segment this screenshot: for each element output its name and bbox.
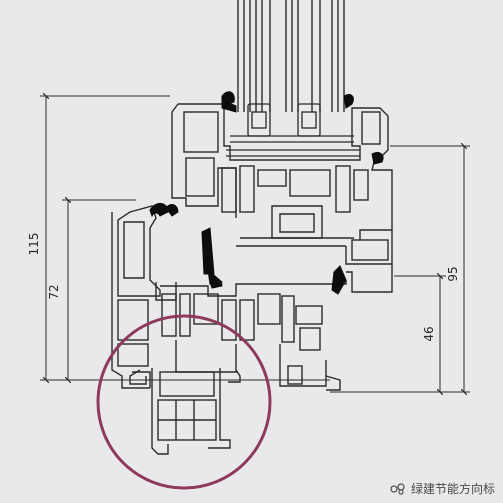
dimension-72-label: 72 <box>47 284 61 299</box>
dimension-115-label: 115 <box>27 233 41 256</box>
glass-spacers <box>226 103 360 157</box>
highlight-circle <box>96 314 272 490</box>
insulated-glass-unit <box>237 0 345 112</box>
dimension-46-label: 46 <box>422 326 436 341</box>
frame-profile <box>111 205 347 391</box>
gaskets <box>149 91 384 295</box>
watermark: 绿建节能方向标 <box>390 480 495 497</box>
watermark-text: 绿建节能方向标 <box>410 482 495 496</box>
dimension-95-label: 95 <box>446 266 460 281</box>
reinforcement-section <box>129 368 241 455</box>
dimension-lines <box>40 96 470 392</box>
sash-profile <box>171 103 393 293</box>
wechat-channel-icon <box>390 482 405 495</box>
